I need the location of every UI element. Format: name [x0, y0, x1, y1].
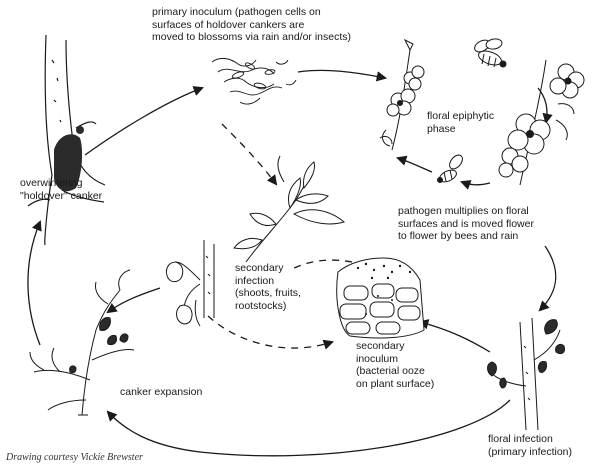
- arrow-expansion-to-canker: [27, 220, 42, 346]
- bee-icon: [474, 38, 507, 68]
- flower-blossom-5: [498, 147, 529, 178]
- bee-small-icon: [437, 154, 463, 183]
- flower-blossom-1: [386, 88, 416, 117]
- arrow-canker-to-inoculum: [84, 86, 204, 156]
- dashed-arrow-fruit-to-ooze: [207, 315, 334, 350]
- bacteria-cells-icon: [211, 57, 297, 105]
- label-primary-inoculum: primary inoculum (pathogen cells on surf…: [152, 6, 352, 43]
- flower-blossom-3: [549, 63, 585, 99]
- arrow-infection-to-ooze: [417, 319, 491, 353]
- label-overwintering-canker: overwintering "holdover" canker: [20, 177, 103, 202]
- blighted-shoot-icon: [29, 269, 135, 416]
- flower-blossom-2: [403, 65, 425, 91]
- label-secondary-inoculum: secondary inoculum (bacterial ooze on pl…: [356, 340, 435, 390]
- arrow-flowers-left: [460, 180, 491, 190]
- label-secondary-infection: secondary infection (shoots, fruits, roo…: [235, 262, 301, 312]
- arrow-epiphytic-down: [537, 87, 553, 125]
- dashed-arrow-ooze-to-fruit: [289, 259, 353, 271]
- label-floral-infection: floral infection (primary infection): [488, 433, 573, 458]
- label-pathogen-multiplies: pathogen multiplies on floral surfaces a…: [398, 205, 534, 242]
- drawing-credit: Drawing courtesy Vickie Brewster: [6, 452, 143, 463]
- bacterial-ooze-cells-icon: [336, 257, 425, 339]
- shoot-leaves-icon: [233, 155, 346, 263]
- holdover-canker-mark: [54, 126, 84, 192]
- dashed-arrow-inoculum-to-shoot: [221, 123, 278, 186]
- label-floral-epiphytic-phase: floral epiphytic phase: [427, 110, 495, 135]
- arrow-fruit-to-blight: [106, 287, 161, 314]
- wilted-fruit-icon: [165, 240, 215, 327]
- flower-cluster-right-icon: [498, 59, 585, 186]
- flower-blossom-4: [507, 113, 551, 155]
- flower-cluster-icon: [379, 38, 425, 151]
- label-canker-expansion: canker expansion: [120, 386, 203, 398]
- arrow-inoculum-to-blossoms: [297, 69, 388, 82]
- arrow-bee-to-flowers: [396, 155, 433, 173]
- arrow-infection-to-expansion: [106, 399, 511, 457]
- arrow-multiply-to-infection: [538, 245, 557, 312]
- infected-flower-icon: [487, 317, 565, 431]
